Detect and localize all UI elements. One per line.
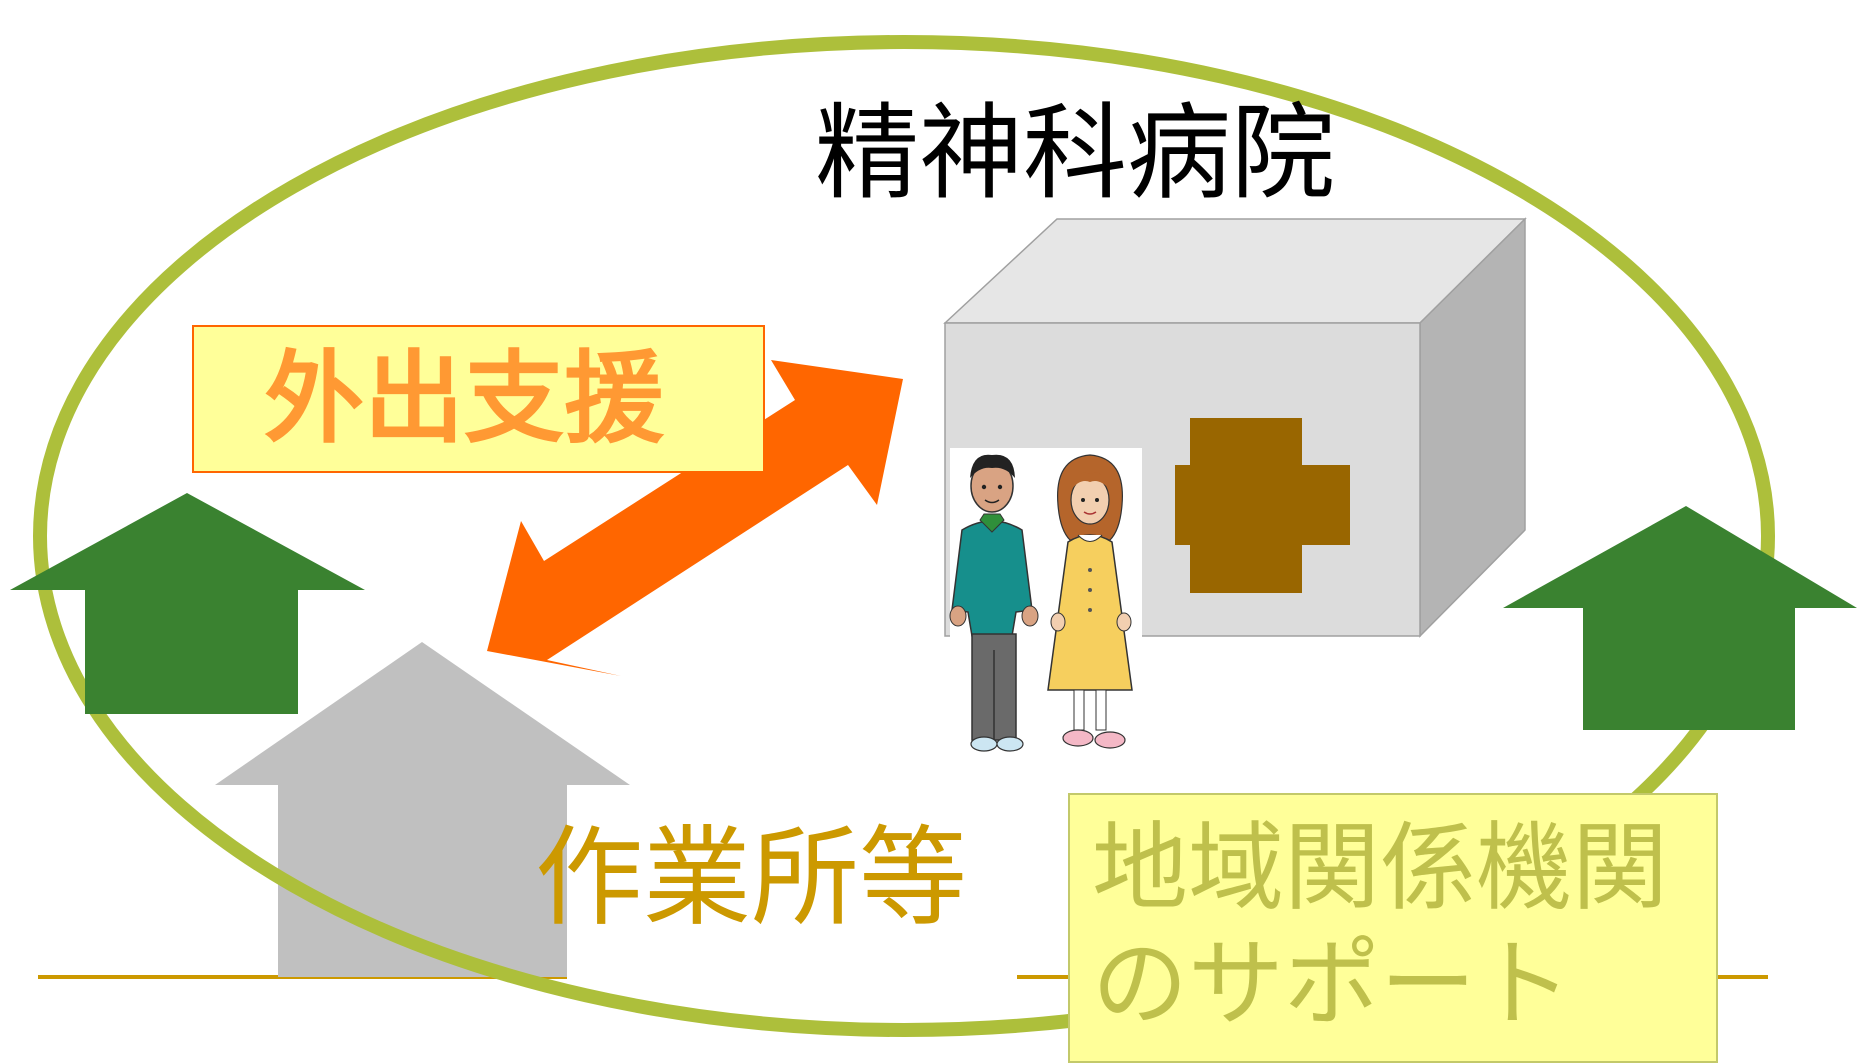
medical-cross-icon bbox=[1175, 418, 1350, 593]
community-support-label-line2: のサポート bbox=[1092, 928, 1572, 1040]
workplace-label-backing bbox=[567, 820, 1017, 980]
left-up-arrow-icon bbox=[10, 493, 365, 714]
right-up-arrow-icon bbox=[1503, 506, 1857, 730]
outing-support-box bbox=[192, 325, 765, 473]
community-ellipse bbox=[33, 35, 1775, 1037]
community-support-label-line1: 地域関係機関 bbox=[1092, 812, 1668, 924]
man-figure-icon bbox=[949, 454, 1039, 752]
hospital-title: 精神科病院 bbox=[815, 92, 1336, 214]
woman-figure-icon bbox=[1047, 454, 1133, 749]
workplace-label: 作業所等 bbox=[535, 816, 968, 941]
community-support-box bbox=[1068, 793, 1718, 1063]
outing-double-arrow-icon bbox=[487, 360, 903, 676]
outing-support-label: 外出支援 bbox=[264, 340, 664, 457]
